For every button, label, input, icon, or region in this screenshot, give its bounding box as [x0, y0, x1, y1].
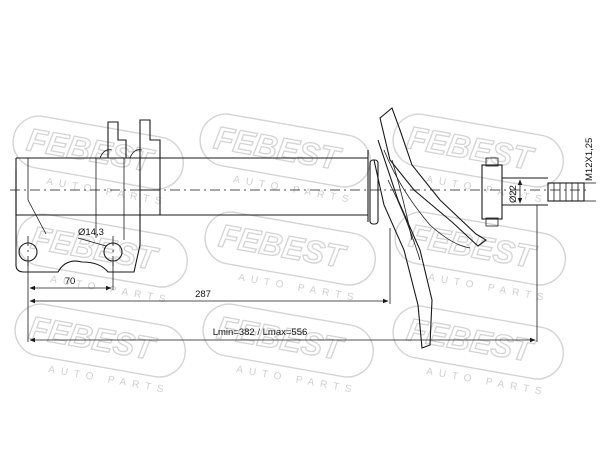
watermark-brand: FEBEST	[211, 119, 344, 177]
watermark-4: FEBEST AUTO PARTS	[16, 213, 188, 306]
dimensions: 70 287 Lmin=382 / Lmax=556 Ø14,3 Ø22 M12…	[27, 138, 596, 343]
hole-diameter-label: Ø14,3	[78, 227, 104, 238]
watermark-3: FEBEST AUTO PARTS	[392, 113, 564, 206]
watermark-layer: FEBEST AUTO PARTS FEBEST AUTO PARTS FEBE…	[12, 113, 566, 398]
rod-diameter-label: Ø22	[508, 185, 519, 203]
dimension-287-label: 287	[195, 289, 211, 300]
spring-seat	[369, 107, 487, 349]
watermark-brand: FEBEST	[406, 217, 539, 275]
watermark-7: FEBEST AUTO PARTS	[14, 303, 186, 396]
strut-body	[15, 119, 369, 273]
dimension-70-label: 70	[65, 276, 76, 287]
watermark-brand: FEBEST	[26, 309, 159, 367]
piston-rod	[481, 157, 585, 227]
watermark-2: FEBEST AUTO PARTS	[199, 113, 371, 206]
watermark-brand: FEBEST	[214, 309, 347, 367]
thread-spec-label: M12X1,25	[584, 138, 595, 181]
watermark-8: FEBEST AUTO PARTS	[202, 303, 374, 396]
watermark-6: FEBEST AUTO PARTS	[394, 211, 566, 304]
watermark-brand: FEBEST	[404, 119, 537, 177]
length-range-label: Lmin=382 / Lmax=556	[213, 327, 308, 338]
watermark-5: FEBEST AUTO PARTS	[204, 211, 376, 304]
watermark-9: FEBEST AUTO PARTS	[392, 305, 564, 398]
watermark-brand: FEBEST	[216, 217, 349, 275]
